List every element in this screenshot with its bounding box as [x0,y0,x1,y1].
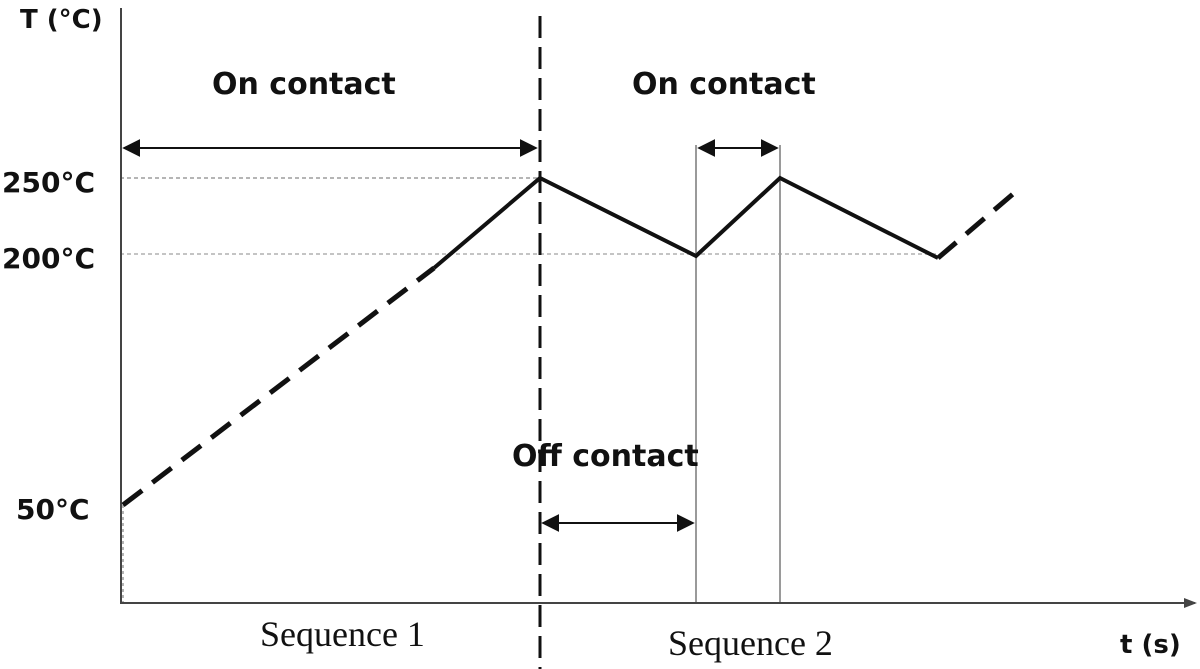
x-axis-title: t (s) [1120,630,1181,660]
x-axis-arrowhead [1184,598,1197,608]
off-contact-label: Off contact [512,439,699,474]
y-axis-title: T (°C) [20,5,103,35]
on-contact-2-label: On contact [632,67,816,102]
y-tick-label-200: 200°C [2,242,95,275]
curve-cycle-solid [432,175,939,270]
on-contact-1-label: On contact [212,67,396,102]
sequence-1-label: Sequence 1 [260,614,425,654]
y-tick-label-250: 250°C [2,166,95,199]
curve-heating-dashed [121,266,436,507]
curve-continuation-dashed [936,186,1022,260]
sequence-2-label: Sequence 2 [668,623,833,663]
y-tick-label-50: 50°C [16,493,90,526]
